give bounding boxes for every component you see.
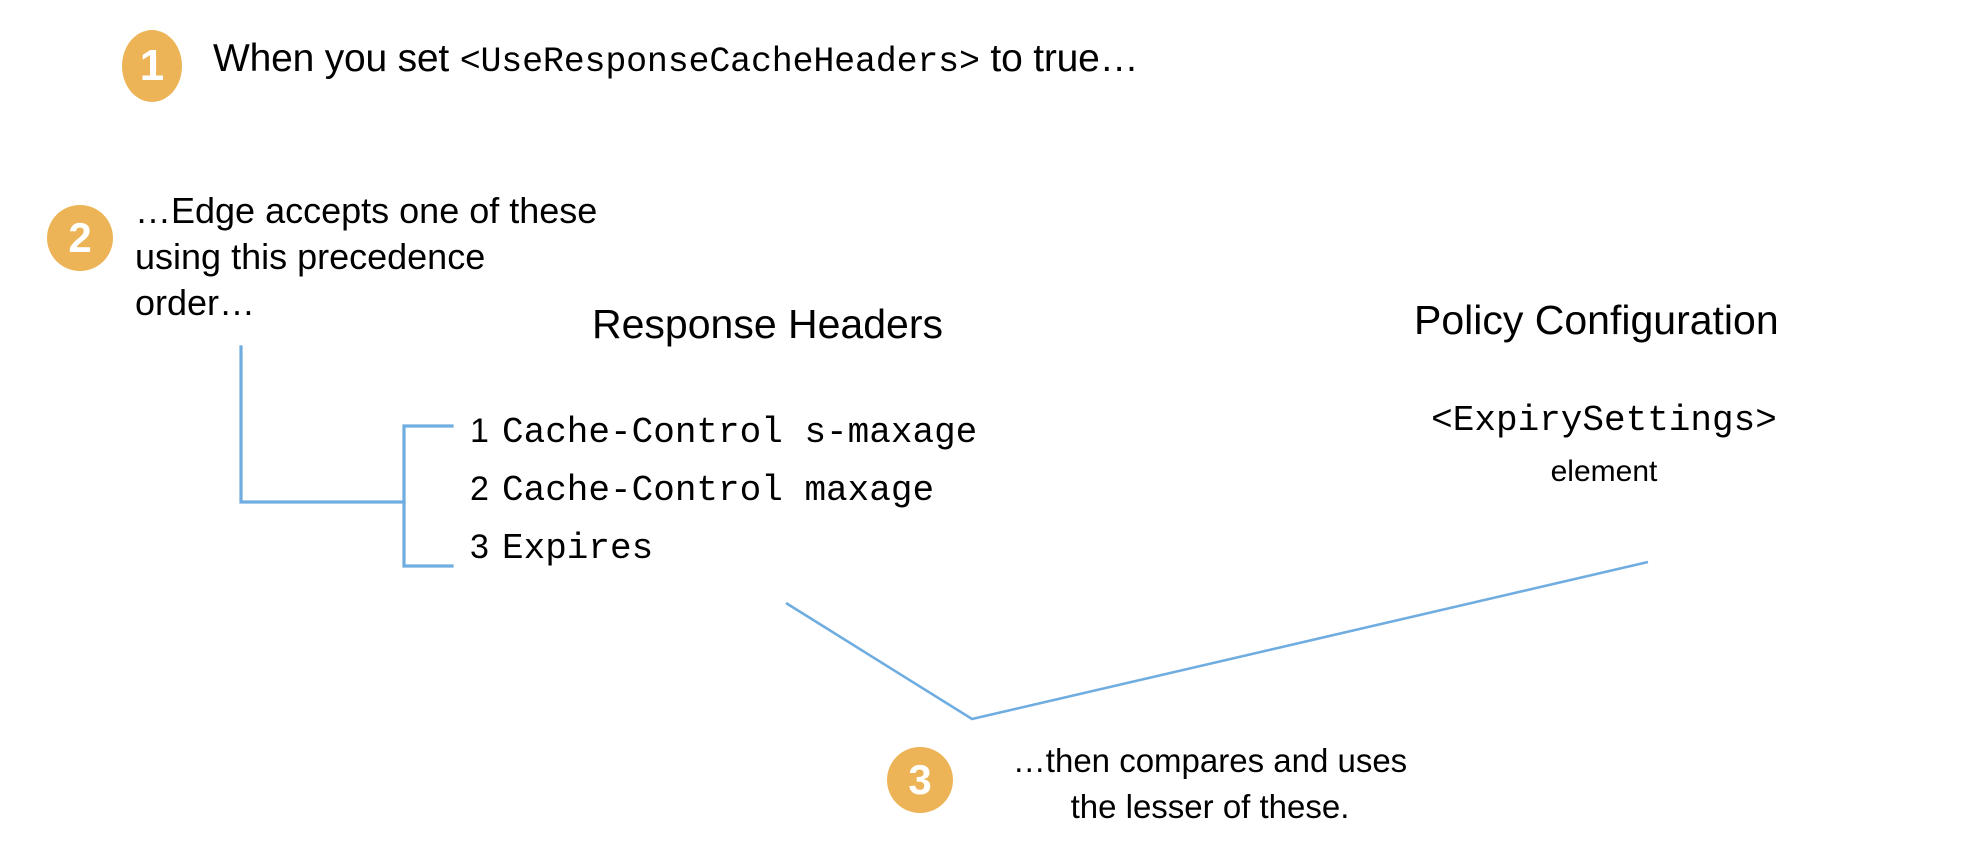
response-headers-heading: Response Headers: [592, 301, 943, 347]
precedence-list: 1 Cache-Control s-maxage 2 Cache-Control…: [470, 412, 977, 586]
precedence-item-value: Cache-Control maxage: [502, 470, 935, 511]
callout-badge-1-number: 1: [139, 41, 165, 90]
policy-element-label: element: [1550, 455, 1658, 488]
callout-badge-2: 2: [47, 205, 113, 271]
precedence-list-item: 2 Cache-Control maxage: [470, 470, 977, 528]
callout-badge-1: 1: [122, 30, 182, 102]
step-2-text: …Edge accepts one of these using this pr…: [135, 188, 635, 326]
precedence-item-value: Expires: [502, 528, 654, 569]
precedence-list-item: 1 Cache-Control s-maxage: [470, 412, 977, 470]
step-3-line-2: the lesser of these.: [1070, 788, 1350, 825]
precedence-item-number: 3: [470, 528, 489, 566]
step-1-text-prefix: When you set: [213, 37, 460, 80]
callout-badge-3-number: 3: [908, 756, 932, 803]
policy-element-name: <ExpirySettings>: [1431, 400, 1777, 441]
step-1-text: When you set <UseResponseCacheHeaders> t…: [213, 37, 1139, 82]
step-2-line-2: using this precedence: [135, 236, 486, 277]
callout-badge-2-number: 2: [68, 214, 92, 261]
precedence-item-number: 2: [470, 470, 489, 508]
step-3-line-1: …then compares and uses: [1012, 742, 1408, 779]
step-1-code-token: <UseResponseCacheHeaders>: [459, 42, 980, 82]
precedence-item-value: Cache-Control s-maxage: [502, 412, 978, 453]
callout-badge-3: 3: [887, 747, 953, 813]
policy-configuration-heading: Policy Configuration: [1414, 297, 1779, 343]
step-1-text-suffix: to true…: [979, 37, 1139, 80]
precedence-list-item: 3 Expires: [470, 528, 977, 586]
step-3-text: …then compares and uses the lesser of th…: [975, 738, 1445, 830]
precedence-bracket: [402, 424, 454, 568]
step-2-line-1: …Edge accepts one of these: [135, 190, 598, 231]
step2-leader-line: [239, 345, 406, 504]
step-2-line-3: order…: [135, 282, 256, 323]
precedence-item-number: 1: [470, 412, 489, 450]
